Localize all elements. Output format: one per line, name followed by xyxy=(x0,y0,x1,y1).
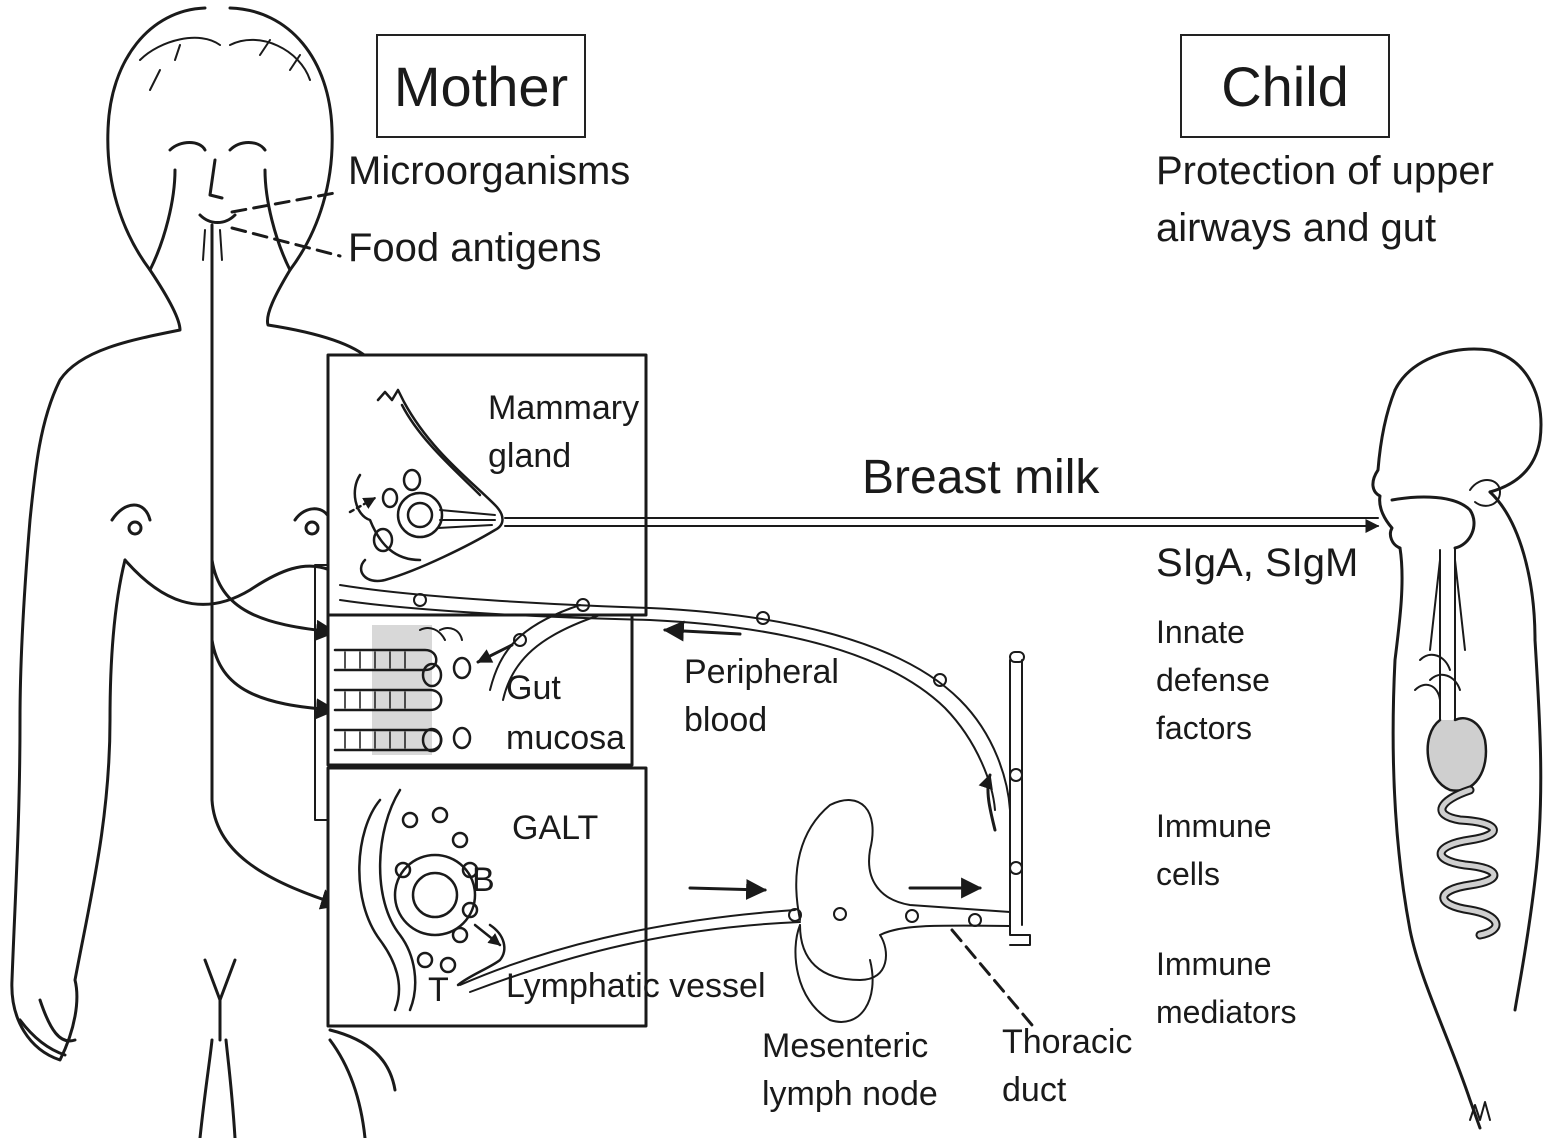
child-title: Child xyxy=(1221,54,1349,119)
mammary-label-line2: gland xyxy=(488,436,571,476)
microorganisms-label: Microorganisms xyxy=(348,148,630,195)
thoracic-duct-line1: Thoracic xyxy=(1002,1022,1132,1062)
food-antigens-label: Food antigens xyxy=(348,225,602,272)
gut-label-line2: mucosa xyxy=(506,718,625,758)
galt-label: GALT xyxy=(512,808,598,848)
mesenteric-line1: Mesenteric xyxy=(762,1026,928,1066)
food-antigens-leader xyxy=(232,228,340,256)
mother-title: Mother xyxy=(394,54,568,119)
mother-title-box: Mother xyxy=(376,34,586,138)
immune-mediators-line2: mediators xyxy=(1156,994,1297,1032)
peripheral-blood-line2: blood xyxy=(684,700,767,740)
gut-label-line1: Gut xyxy=(506,668,561,708)
innate-line3: factors xyxy=(1156,710,1252,748)
lymphatic-vessel-label: Lymphatic vessel xyxy=(506,966,766,1006)
b-cell-label: B xyxy=(472,860,495,900)
mammary-label-line1: Mammary xyxy=(488,388,639,428)
immune-cells-line2: cells xyxy=(1156,856,1220,894)
child-title-box: Child xyxy=(1180,34,1390,138)
immune-cells-line1: Immune xyxy=(1156,808,1272,846)
innate-line1: Innate xyxy=(1156,614,1245,652)
t-cell-label: T xyxy=(428,970,449,1010)
child-figure xyxy=(1373,349,1541,1128)
thoracic-duct-line2: duct xyxy=(1002,1070,1066,1110)
immune-mediators-line1: Immune xyxy=(1156,946,1272,984)
peripheral-blood-line1: Peripheral xyxy=(684,652,839,692)
mesenteric-line2: lymph node xyxy=(762,1074,938,1114)
breast-milk-label: Breast milk xyxy=(862,450,1099,507)
child-protection-line2: airways and gut xyxy=(1156,205,1436,252)
innate-line2: defense xyxy=(1156,662,1270,700)
child-protection-line1: Protection of upper xyxy=(1156,148,1494,195)
antibodies-label: SIgA, SIgM xyxy=(1156,540,1358,587)
